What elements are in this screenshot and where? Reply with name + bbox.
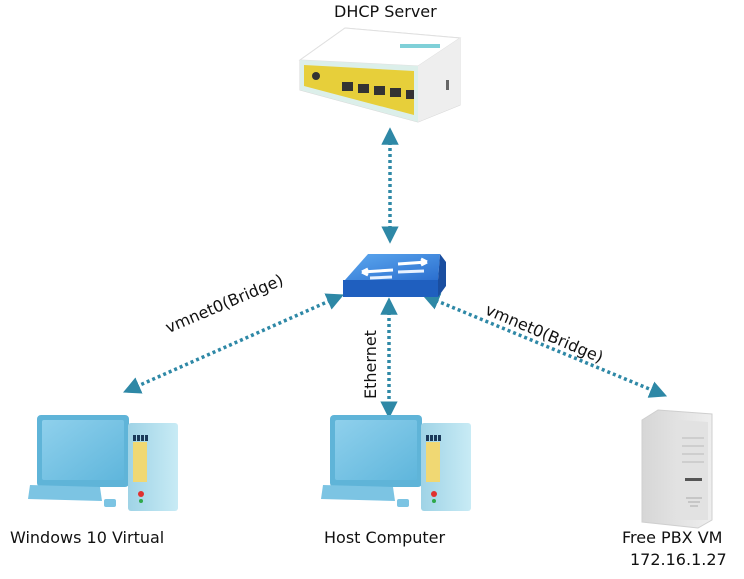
server-tower-icon (641, 409, 713, 529)
dhcp-server-label: DHCP Server (334, 2, 437, 21)
link-label-host: Ethernet (360, 330, 380, 399)
pbx-vm-ip: 172.16.1.27 (630, 550, 727, 569)
link-switch-windows (123, 293, 344, 394)
link-switch-pbx (421, 293, 668, 398)
desktop-computer-icon (28, 415, 178, 511)
windows-vm-label: Windows 10 Virtual (10, 528, 165, 547)
desktop-computer-icon (321, 415, 471, 511)
host-computer-label: Host Computer (324, 528, 446, 547)
pbx-vm-label: Free PBX VM (622, 528, 723, 547)
switch-icon (343, 254, 446, 297)
router-icon (298, 27, 462, 123)
